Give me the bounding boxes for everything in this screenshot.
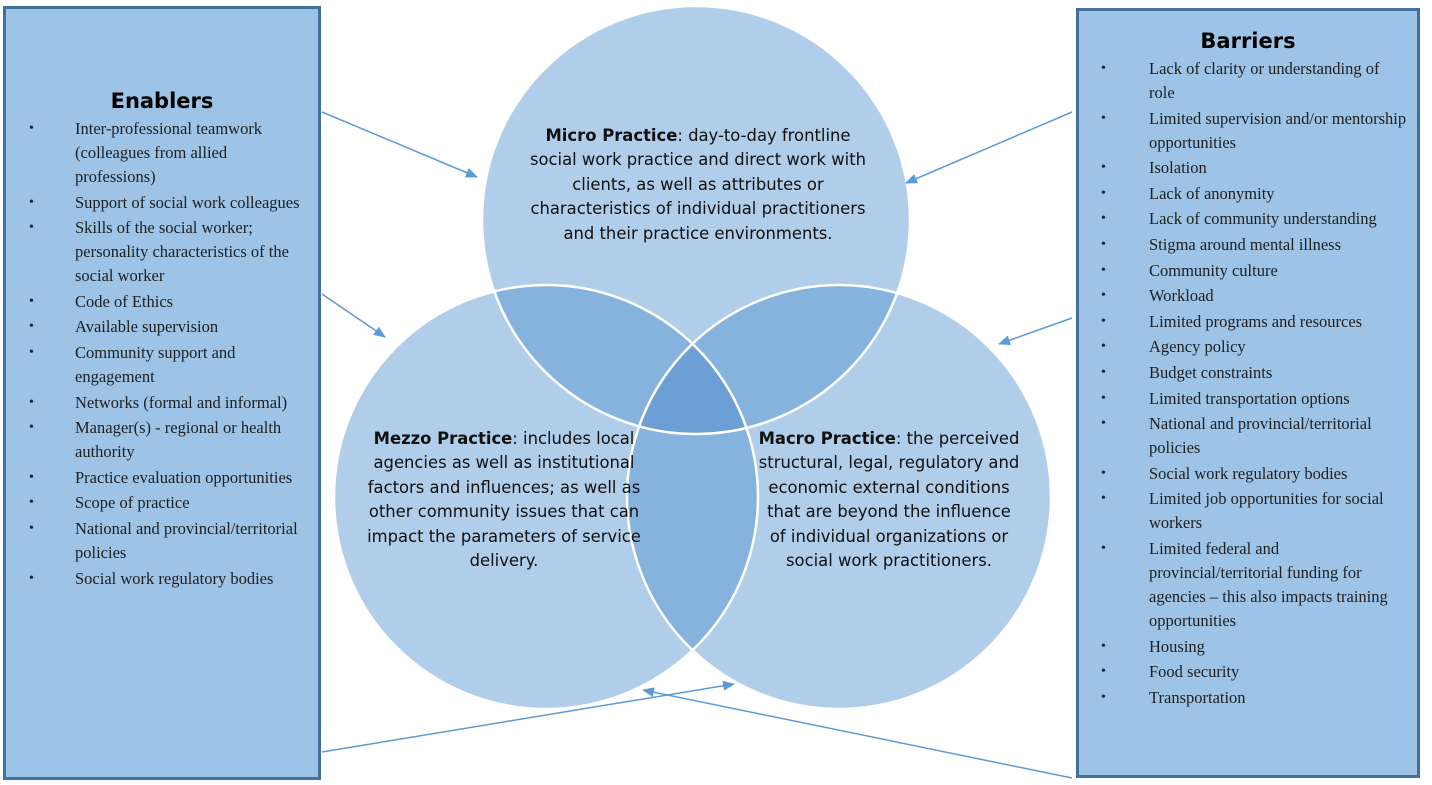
bullet-icon: • xyxy=(1101,236,1106,252)
bullet-icon: • xyxy=(1101,211,1106,227)
bullet-icon: • xyxy=(1101,288,1106,304)
bullet-icon: • xyxy=(29,319,34,335)
arrow-barriers-micro xyxy=(905,111,1073,184)
list-item: •Isolation xyxy=(1079,156,1417,180)
bullet-icon: • xyxy=(29,293,34,309)
list-item: •Budget constraints xyxy=(1079,361,1417,385)
list-item: •Lack of clarity or understanding of rol… xyxy=(1101,59,1380,102)
bullet-icon: • xyxy=(1101,313,1106,329)
barriers-list: •Lack of clarity or understanding of rol… xyxy=(1079,57,1417,710)
bullet-icon: • xyxy=(1101,364,1106,380)
list-item: •Code of Ethics xyxy=(6,290,318,314)
macro-practice-description: : the perceived structural, legal, regul… xyxy=(758,429,1020,571)
list-item: •Skills of the social worker; personalit… xyxy=(29,218,289,286)
list-item: •Limited programs and resources xyxy=(1079,310,1417,334)
bullet-icon: • xyxy=(1101,540,1106,556)
list-item: •National and provincial/territorial pol… xyxy=(1101,414,1372,458)
mezzo-practice-text: Mezzo Practice: includes local agencies … xyxy=(364,427,644,573)
list-item: •National and provincial/territorial pol… xyxy=(29,518,298,562)
list-item: •Housing xyxy=(1079,635,1417,659)
bullet-icon: • xyxy=(29,520,34,536)
list-item: •Stigma around mental illness xyxy=(1079,233,1417,257)
list-item: •Lack of community understanding xyxy=(1079,207,1417,231)
arrow-enablers-micro xyxy=(321,111,478,178)
list-item: •Limited job opportunities for social wo… xyxy=(1101,489,1384,533)
micro-mezzo-overlap xyxy=(482,285,758,434)
micro-practice-description: : day-to-day frontline social work pract… xyxy=(529,126,867,243)
bullet-icon: • xyxy=(1101,185,1106,201)
list-item: •Limited federal and provincial/territor… xyxy=(1101,538,1388,630)
list-item: •Practice evaluation opportunities xyxy=(6,466,318,490)
bullet-icon: • xyxy=(29,420,34,436)
enablers-list: •Inter-professional teamwork (colleagues… xyxy=(6,117,318,591)
bullet-icon: • xyxy=(1101,262,1106,278)
bullet-icon: • xyxy=(29,121,34,136)
enablers-panel: Enablers •Inter-professional teamwork (c… xyxy=(3,6,321,780)
bullet-icon: • xyxy=(29,394,34,410)
bullet-icon: • xyxy=(29,194,34,210)
arrow-barriers-mezzo xyxy=(642,687,1073,779)
list-item: •Limited transportation options xyxy=(1079,387,1417,411)
micro-macro-overlap xyxy=(627,285,910,434)
arrow-barriers-macro xyxy=(998,317,1073,346)
bullet-icon: • xyxy=(29,495,34,511)
bullet-icon: • xyxy=(1101,390,1106,406)
list-item: •Limited supervision and/or mentorship o… xyxy=(1101,108,1407,152)
bullet-icon: • xyxy=(1101,61,1106,76)
list-item: •Community support and engagement xyxy=(29,342,236,386)
list-item: •Agency policy xyxy=(1079,335,1417,359)
list-item: •Support of social work colleagues xyxy=(6,191,318,215)
list-item: •Community culture xyxy=(1079,259,1417,283)
bullet-icon: • xyxy=(1101,491,1106,507)
list-item: •Scope of practice xyxy=(6,491,318,515)
arrow-enablers-mezzo xyxy=(321,293,386,338)
barriers-title: Barriers xyxy=(1200,29,1296,53)
barriers-panel: Barriers •Lack of clarity or understandi… xyxy=(1076,8,1420,778)
list-item: •Manager(s) - regional or health authori… xyxy=(29,418,282,462)
bullet-icon: • xyxy=(1101,465,1106,481)
mezzo-practice-description: : includes local agencies as well as ins… xyxy=(367,429,641,571)
bullet-icon: • xyxy=(1101,664,1106,680)
bullet-icon: • xyxy=(1101,638,1106,654)
bullet-icon: • xyxy=(1101,110,1106,126)
bullet-icon: • xyxy=(29,344,34,360)
list-item: •Workload xyxy=(1079,284,1417,308)
bullet-icon: • xyxy=(1101,160,1106,176)
list-item: •Available supervision xyxy=(6,315,318,339)
bullet-icon: • xyxy=(1101,339,1106,355)
macro-practice-label: Macro Practice xyxy=(758,429,896,448)
list-item: •Food security xyxy=(1079,660,1417,684)
list-item: •Inter-professional teamwork (colleagues… xyxy=(29,119,263,186)
list-item: •Lack of anonymity xyxy=(1079,182,1417,206)
micro-practice-label: Micro Practice xyxy=(545,126,678,145)
bullet-icon: • xyxy=(1101,689,1106,705)
list-item: •Social work regulatory bodies xyxy=(1079,462,1417,486)
list-item: •Transportation xyxy=(1079,686,1417,710)
list-item: •Networks (formal and informal) xyxy=(6,391,318,415)
bullet-icon: • xyxy=(29,570,34,586)
list-item: •Social work regulatory bodies xyxy=(6,567,318,591)
bullet-icon: • xyxy=(29,469,34,485)
micro-practice-text: Micro Practice: day-to-day frontline soc… xyxy=(522,124,874,246)
mezzo-practice-label: Mezzo Practice xyxy=(373,429,513,448)
macro-practice-text: Macro Practice: the perceived structural… xyxy=(758,427,1020,573)
bullet-icon: • xyxy=(29,220,34,236)
bullet-icon: • xyxy=(1101,416,1106,432)
enablers-title: Enablers xyxy=(110,89,214,113)
